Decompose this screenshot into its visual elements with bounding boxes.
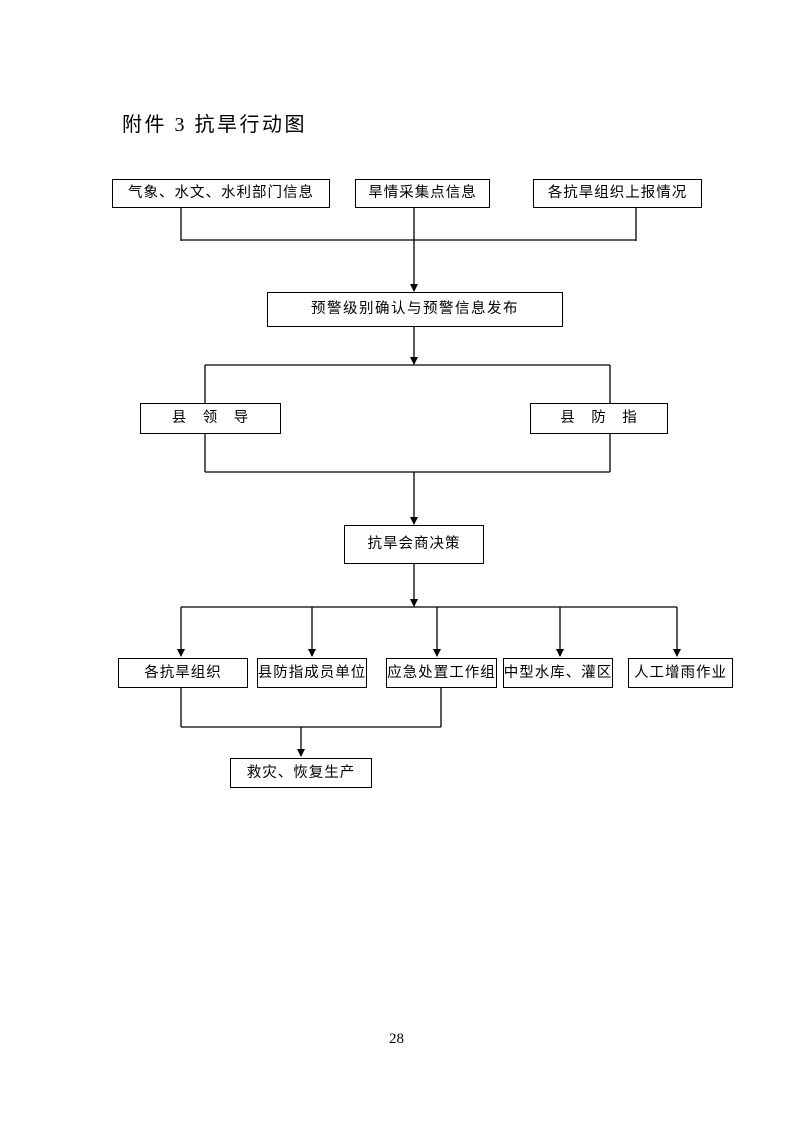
node-county-leaders: 县 领 导 xyxy=(140,403,281,434)
node-warning-release: 预警级别确认与预警信息发布 xyxy=(267,292,563,327)
node-source-departments: 气象、水文、水利部门信息 xyxy=(112,179,330,208)
node-source-organization-reports: 各抗旱组织上报情况 xyxy=(533,179,702,208)
node-executor-emergency-group: 应急处置工作组 xyxy=(386,658,497,688)
node-executor-organizations: 各抗旱组织 xyxy=(118,658,248,688)
page-title: 附件 3 抗旱行动图 xyxy=(122,114,307,136)
node-executor-rain-enhancement: 人工增雨作业 xyxy=(628,658,733,688)
node-source-collection-points: 旱情采集点信息 xyxy=(355,179,490,208)
node-executor-member-units: 县防指成员单位 xyxy=(257,658,367,688)
node-county-command: 县 防 指 xyxy=(530,403,668,434)
node-recovery: 救灾、恢复生产 xyxy=(230,758,372,788)
node-decision: 抗旱会商决策 xyxy=(344,525,484,564)
page-number: 28 xyxy=(389,1031,404,1047)
node-executor-reservoirs: 中型水库、灌区 xyxy=(503,658,613,688)
